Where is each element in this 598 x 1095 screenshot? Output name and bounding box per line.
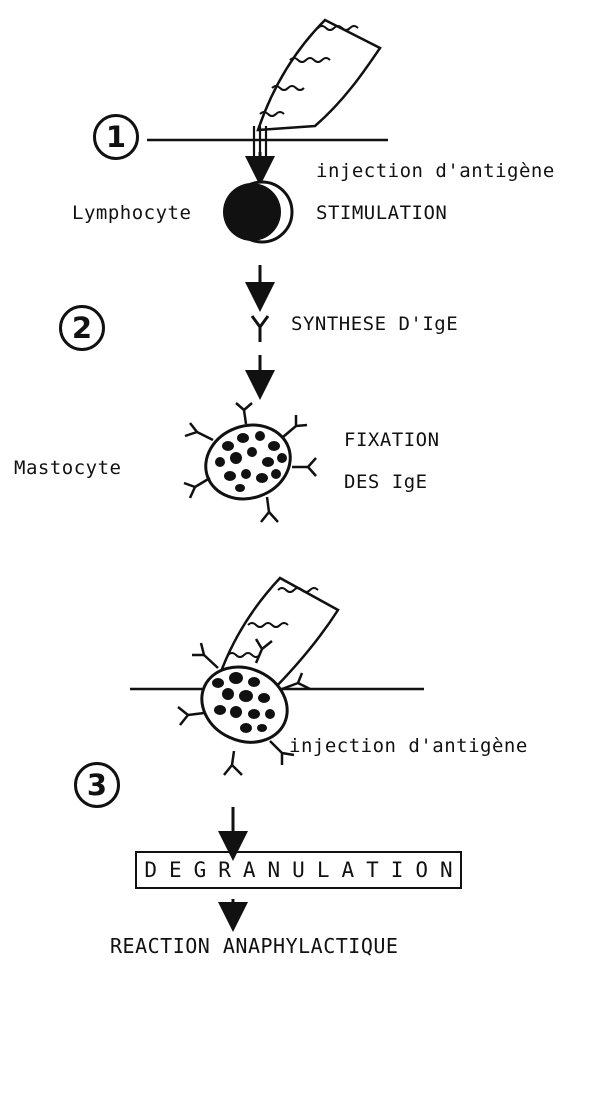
fixation-label-line1: FIXATION	[344, 429, 440, 451]
injection-label-1: injection d'antigène	[316, 160, 555, 182]
mastocyte-label: Mastocyte	[14, 457, 121, 479]
step-2-badge: 2	[59, 305, 105, 351]
stimulation-label: STIMULATION	[316, 202, 447, 224]
synthese-label: SYNTHESE D'IgE	[291, 313, 458, 335]
degranulation-box: DEGRANULATION	[135, 851, 462, 889]
step-3-badge: 3	[74, 762, 120, 808]
injection-label-2: injection d'antigène	[289, 735, 528, 757]
fixation-label-line2: DES IgE	[344, 471, 428, 493]
reaction-label: REACTION ANAPHYLACTIQUE	[110, 934, 398, 958]
lymphocyte-label: Lymphocyte	[72, 202, 191, 224]
step-1-badge: 1	[93, 114, 139, 160]
